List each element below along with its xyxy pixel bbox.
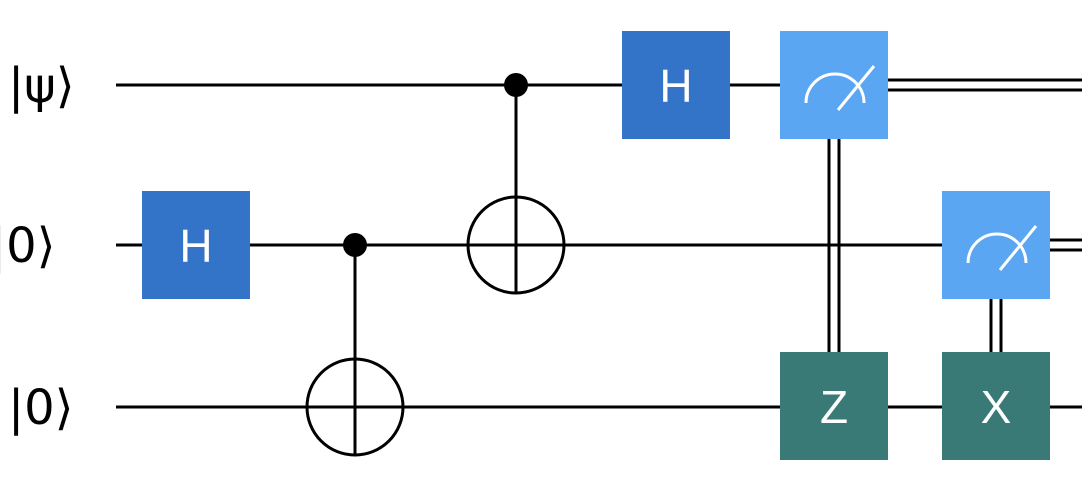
h-gate-q1-box xyxy=(142,191,250,299)
measure-q1-box xyxy=(942,191,1050,299)
measure-q0 xyxy=(780,31,888,139)
z-gate-q2-box xyxy=(780,352,888,460)
classical-control-q1-to-x xyxy=(989,298,1003,352)
classical-wire-q1 xyxy=(1050,238,1082,252)
x-gate-q2-box xyxy=(942,352,1050,460)
measure-q1 xyxy=(942,191,1050,299)
x-gate-q2-label: X xyxy=(981,381,1012,433)
z-gate-q2-label: Z xyxy=(820,381,848,433)
cnot-q0-q1 xyxy=(466,73,566,295)
meter-icon xyxy=(966,225,1038,271)
qubit-label-q1: |0⟩ xyxy=(0,218,55,274)
qubit-label-psi: |ψ⟩ xyxy=(8,58,75,114)
qubit-label-q2: |0⟩ xyxy=(8,380,73,436)
meter-icon xyxy=(804,65,876,111)
classical-control-q0-to-z xyxy=(827,138,841,352)
h-gate-q0-label: H xyxy=(659,60,692,112)
measure-q0-box xyxy=(780,31,888,139)
z-gate-q2: Z xyxy=(780,352,888,460)
cnot-q1-q2 xyxy=(305,233,405,457)
h-gate-q1: H xyxy=(142,191,250,299)
x-gate-q2: X xyxy=(942,352,1050,460)
h-gate-q0: H xyxy=(622,31,730,139)
h-gate-q1-label: H xyxy=(179,220,212,272)
cnot-q1-q2-control-dot xyxy=(343,233,367,257)
cnot-q0-q1-control-dot xyxy=(504,73,528,97)
h-gate-q0-box xyxy=(622,31,730,139)
classical-wire-q0 xyxy=(888,78,1082,92)
